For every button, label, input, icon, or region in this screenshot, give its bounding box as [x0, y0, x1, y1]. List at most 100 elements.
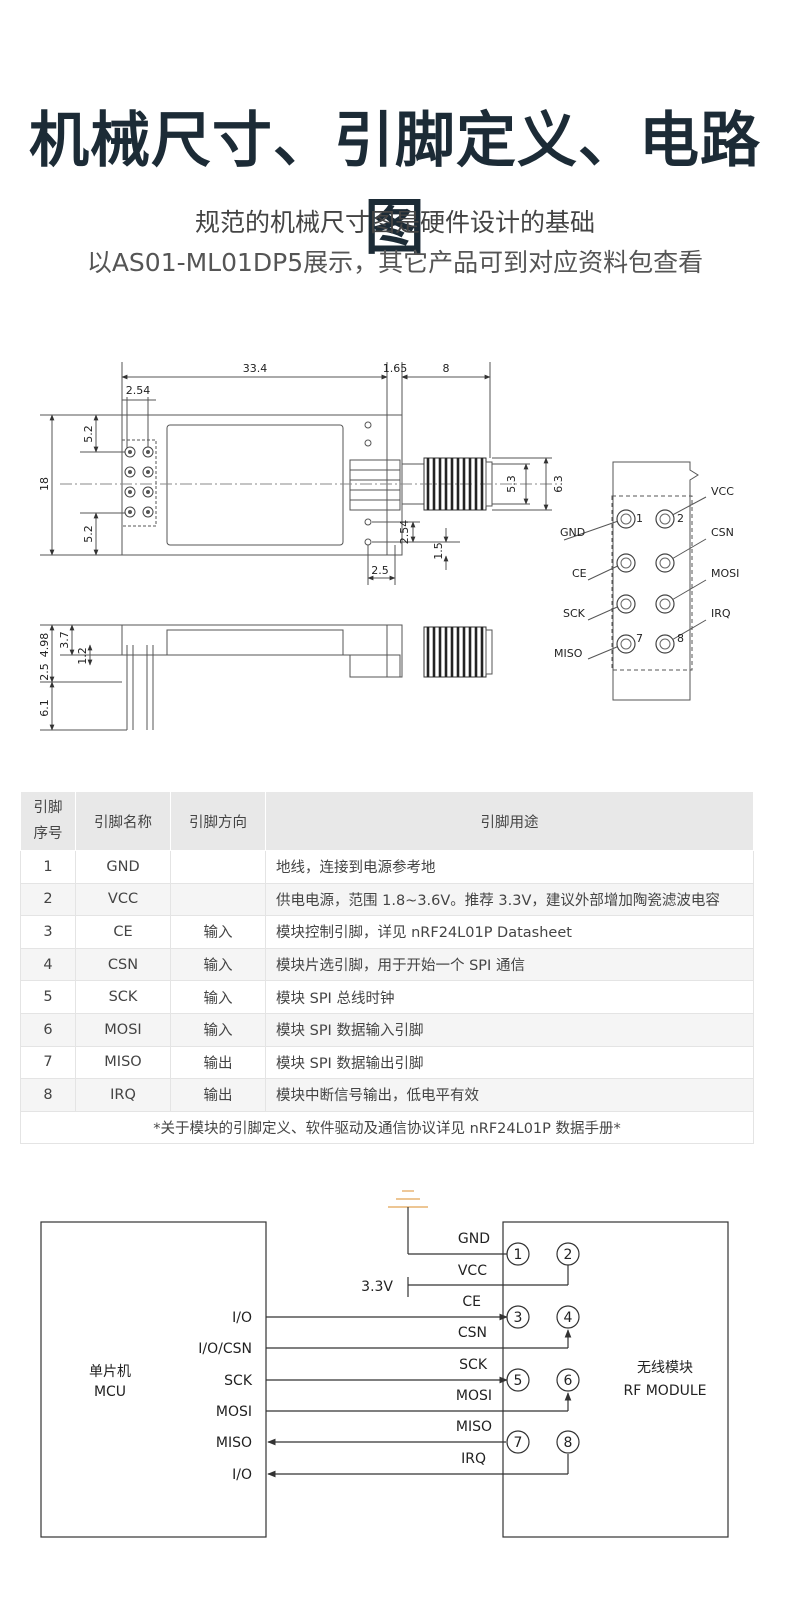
pin-label-mosi: MOSI	[711, 567, 739, 580]
pin-num-4: 4	[564, 1310, 573, 1326]
table-row: 5 SCK 输入 模块 SPI 总线时钟	[20, 980, 754, 1014]
table-row: 7 MISO 输出 模块 SPI 数据输出引脚	[20, 1045, 754, 1080]
pin-num-6: 6	[564, 1373, 573, 1389]
circuit-diagram: 单片机 MCU 无线模块 RF MODULE I/O I/O/CSN SCK M…	[40, 1190, 729, 1538]
dim-18: 18	[38, 477, 51, 491]
dim-5-2-top: 5.2	[82, 425, 95, 443]
table-footnote: *关于模块的引脚定义、软件驱动及通信协议详见 nRF24L01P 数据手册*	[20, 1110, 754, 1145]
cell-dir: 输入	[170, 947, 266, 982]
dim-2-54-top: 2.54	[126, 384, 151, 397]
pin-num-5: 5	[514, 1373, 523, 1389]
signal-sck: SCK	[459, 1357, 488, 1373]
pin-num-7: 7	[514, 1435, 523, 1451]
rf-label-cn: 无线模块	[637, 1360, 693, 1376]
dim-2-5: 2.5	[371, 564, 389, 577]
pin-label-irq: IRQ	[711, 607, 731, 620]
cell-no: 3	[20, 915, 76, 949]
pin-label-vcc: VCC	[711, 485, 734, 498]
signal-gnd: GND	[458, 1231, 490, 1247]
pin-num-3: 3	[514, 1310, 523, 1326]
pin-definition-table: 引脚 序号 引脚名称 引脚方向 引脚用途 1 GND 地线，连接到电源参考地 2…	[20, 791, 754, 1145]
mcu-pin-sck: SCK	[224, 1373, 253, 1389]
dim-33-4: 33.4	[243, 362, 268, 375]
dim-6-1: 6.1	[38, 699, 51, 717]
table-row: 4 CSN 输入 模块片选引脚，用于开始一个 SPI 通信	[20, 947, 754, 982]
pin-number-2: 2	[677, 512, 684, 525]
dim-2-5-side: 2.5	[38, 663, 51, 681]
pin-num-8: 8	[564, 1435, 573, 1451]
pin-number-8: 8	[677, 632, 684, 645]
cell-dir: 输入	[170, 915, 266, 949]
dim-1-5: 1.5	[432, 542, 445, 560]
table-footnote-row: *关于模块的引脚定义、软件驱动及通信协议详见 nRF24L01P 数据手册*	[20, 1110, 754, 1145]
shield-can	[166, 424, 344, 546]
header-pin-number: 引脚 序号	[20, 791, 76, 851]
cell-dir: 输出	[170, 1078, 266, 1112]
mcu-label-cn: 单片机	[89, 1364, 131, 1380]
mcu-pin-miso: MISO	[216, 1435, 252, 1451]
subtitle-line-1: 规范的机械尺寸图是硬件设计的基础	[194, 208, 595, 237]
signal-miso: MISO	[456, 1419, 492, 1435]
cell-no: 2	[20, 882, 76, 917]
pin-label-gnd: GND	[560, 526, 585, 539]
dim-1-2: 1.2	[76, 647, 89, 665]
table-row: 6 MOSI 输入 模块 SPI 数据输入引脚	[20, 1012, 754, 1047]
signal-vcc: VCC	[458, 1263, 487, 1279]
cell-dir: 输入	[170, 980, 266, 1014]
cell-name: GND	[75, 850, 171, 884]
pin-label-miso: MISO	[554, 647, 583, 660]
cell-use: 模块 SPI 数据输出引脚	[265, 1045, 754, 1080]
mcu-pin-io-2: I/O	[232, 1467, 252, 1483]
module-board-top	[121, 414, 388, 556]
cell-name: CSN	[75, 947, 171, 982]
pin-number-1: 1	[636, 512, 643, 525]
cell-use: 供电电源，范围 1.8~3.6V。推荐 3.3V，建议外部增加陶瓷滤波电容	[265, 882, 754, 917]
pin-label-ce: CE	[572, 567, 587, 580]
dim-1-65: 1.65	[383, 362, 408, 375]
pin-label-csn: CSN	[711, 526, 734, 539]
cell-dir	[170, 882, 266, 917]
header-pin-direction: 引脚方向	[170, 791, 266, 851]
pin-num-1: 1	[514, 1247, 523, 1263]
cell-name: MISO	[75, 1045, 171, 1080]
header-pin-usage: 引脚用途	[265, 791, 754, 851]
cell-dir: 输出	[170, 1045, 266, 1080]
cell-use: 模块中断信号输出，低电平有效	[265, 1078, 754, 1112]
dim-5-3: 5.3	[505, 475, 518, 493]
pin-label-sck: SCK	[563, 607, 586, 620]
cell-no: 7	[20, 1045, 76, 1080]
cell-dir: 输入	[170, 1012, 266, 1047]
signal-irq: IRQ	[461, 1451, 486, 1467]
cell-dir	[170, 850, 266, 884]
cell-use: 地线，连接到电源参考地	[265, 850, 754, 884]
cell-use: 模块 SPI 数据输入引脚	[265, 1012, 754, 1047]
mechanical-drawing: 33.4 1.65 8 2.54 5.2 5.2 18 5.3 6.3 2.54…	[38, 362, 739, 731]
cell-no: 6	[20, 1012, 76, 1047]
cell-use: 模块 SPI 总线时钟	[265, 980, 754, 1014]
pin-num-2: 2	[564, 1247, 573, 1263]
supply-3v3: 3.3V	[361, 1279, 393, 1295]
cell-name: MOSI	[75, 1012, 171, 1047]
page-title: 机械尺寸、引脚定义、电路图	[29, 106, 761, 263]
table-row: 2 VCC 供电电源，范围 1.8~3.6V。推荐 3.3V，建议外部增加陶瓷滤…	[20, 882, 754, 917]
header-pin-name: 引脚名称	[75, 791, 171, 851]
dim-5-2-bottom: 5.2	[82, 525, 95, 543]
table-header-row: 引脚 序号 引脚名称 引脚方向 引脚用途	[20, 791, 754, 851]
rf-label-en: RF MODULE	[623, 1383, 706, 1399]
mcu-pin-mosi: MOSI	[216, 1404, 252, 1420]
rf-module-block	[502, 1221, 729, 1538]
pin-number-7: 7	[636, 632, 643, 645]
mcu-pin-io-csn: I/O/CSN	[198, 1341, 252, 1357]
dim-2-54-right: 2.54	[398, 520, 411, 545]
cell-no: 8	[20, 1078, 76, 1112]
cell-no: 5	[20, 980, 76, 1014]
cell-name: CE	[75, 915, 171, 949]
cell-no: 4	[20, 947, 76, 982]
cell-use: 模块片选引脚，用于开始一个 SPI 通信	[265, 947, 754, 982]
subtitle-line-2: 以AS01-ML01DP5展示，其它产品可到对应资料包查看	[86, 248, 704, 277]
table-row: 1 GND 地线，连接到电源参考地	[20, 850, 754, 884]
table-row: 3 CE 输入 模块控制引脚，详见 nRF24L01P Datasheet	[20, 915, 754, 949]
mcu-pin-io-1: I/O	[232, 1310, 252, 1326]
signal-mosi: MOSI	[456, 1388, 492, 1404]
cell-name: SCK	[75, 980, 171, 1014]
